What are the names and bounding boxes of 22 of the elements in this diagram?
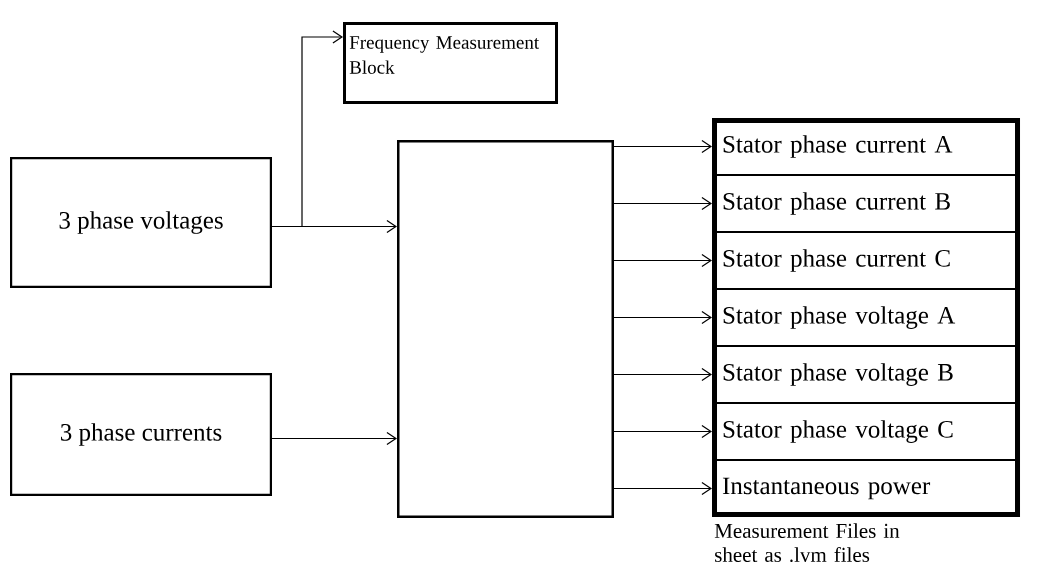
arrow [271,30,343,228]
table-row: Stator phase voltage B [712,346,1020,403]
text-box: 3 phase currents [10,373,272,496]
text-box: Frequency Measurement Block [343,22,558,104]
arrow [613,196,712,211]
table-row: Stator phase voltage C [712,403,1020,460]
table-row: Stator phase current B [712,175,1020,232]
text-box: 3 phase voltages [10,157,272,288]
block-box [397,140,614,518]
arrow [613,139,712,154]
arrow [613,367,712,382]
table-row: Stator phase current A [712,118,1020,175]
node-label: Measurement Files in sheet as .lvm files [714,523,900,563]
table-row: Stator phase voltage A [712,289,1020,346]
table-row: Instantaneous power [712,460,1020,517]
arrow [271,431,397,446]
arrow [613,424,712,439]
table-frame [712,118,1020,517]
arrow [613,310,712,325]
arrow [613,253,712,268]
table-row: Stator phase current C [712,232,1020,289]
arrow [613,481,712,496]
